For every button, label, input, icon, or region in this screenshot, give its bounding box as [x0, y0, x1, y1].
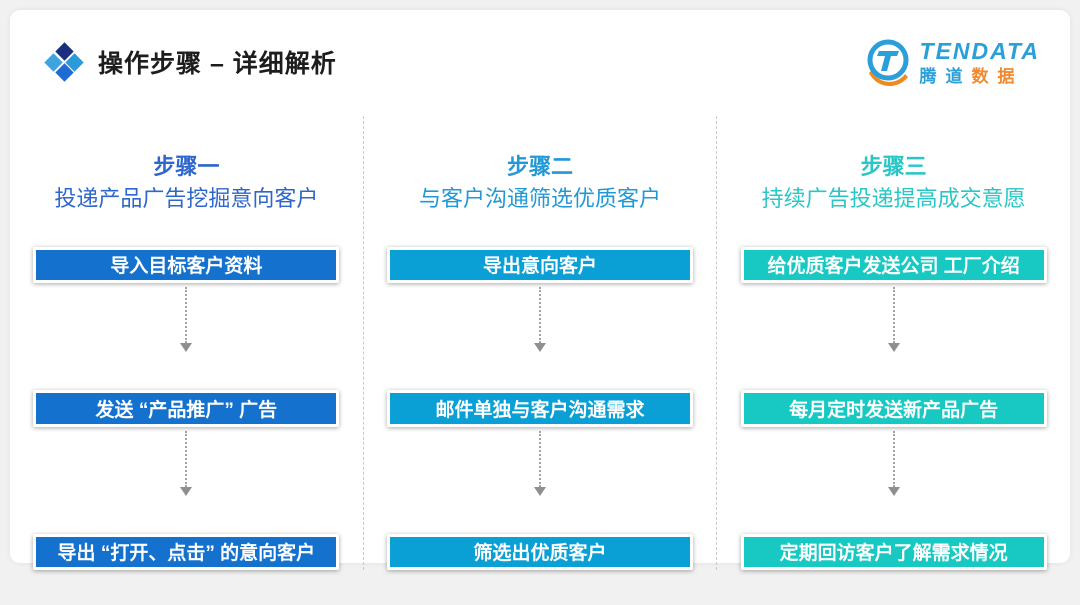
step-title: 步骤三 — [860, 154, 927, 179]
logo-brand-name: TENDATA — [919, 37, 1040, 64]
flow-box: 邮件单独与客户沟通需求 — [387, 390, 693, 427]
logo-brand-chinese: 腾道数据 — [920, 68, 1024, 85]
flow-box: 给优质客户发送公司 工厂介绍 — [740, 246, 1047, 284]
steps-content: 步骤一 投递产品广告挖掘意向客户 导入目标客户资料 发送 “产品推广” 广告 导… — [10, 116, 1070, 570]
step-subtitle: 与客户沟通筛选优质客户 — [419, 186, 662, 212]
four-diamonds-icon — [44, 42, 84, 82]
flow-box: 导入目标客户资料 — [33, 246, 340, 284]
down-arrow — [534, 427, 546, 500]
step-subtitle: 投递产品广告挖掘意向客户 — [54, 186, 319, 212]
tendata-logo-icon — [867, 39, 909, 87]
flow-box: 导出 “打开、点击” 的意向客户 — [33, 533, 340, 570]
flow-box: 导出意向客户 — [387, 246, 693, 284]
slide-card: 操作步骤 – 详细解析 TENDATA 腾道数据 步骤一 投递产品广告挖掘意向客… — [10, 10, 1070, 570]
step-title: 步骤一 — [153, 154, 220, 179]
step-column-2: 步骤二 与客户沟通筛选优质客户 导出意向客户 邮件单独与客户沟通需求 筛选出优质… — [362, 116, 717, 570]
flow-box: 定期回访客户了解需求情况 — [740, 533, 1047, 570]
logo-cn-orange: 数据 — [971, 66, 1024, 86]
flow-box: 每月定时发送新产品广告 — [740, 390, 1047, 427]
logo-cn-blue: 腾道 — [919, 66, 972, 86]
header: 操作步骤 – 详细解析 TENDATA 腾道数据 — [10, 10, 1070, 88]
down-arrow — [887, 283, 900, 356]
down-arrow — [180, 283, 193, 356]
step-title: 步骤二 — [507, 154, 574, 179]
page-title: 操作步骤 – 详细解析 — [98, 50, 337, 78]
step-column-3: 步骤三 持续广告投递提高成交意愿 给优质客户发送公司 工厂介绍 每月定时发送新产… — [716, 116, 1070, 570]
step-subtitle: 持续广告投递提高成交意愿 — [761, 186, 1026, 212]
down-arrow — [534, 283, 546, 356]
tendata-logo: TENDATA 腾道数据 — [862, 36, 1040, 88]
down-arrow — [887, 427, 900, 500]
step-column-1: 步骤一 投递产品广告挖掘意向客户 导入目标客户资料 发送 “产品推广” 广告 导… — [10, 116, 363, 570]
flow-box: 筛选出优质客户 — [387, 533, 693, 570]
flow-box: 发送 “产品推广” 广告 — [33, 390, 340, 427]
down-arrow — [180, 427, 193, 500]
tendata-logo-text: TENDATA 腾道数据 — [919, 37, 1040, 85]
